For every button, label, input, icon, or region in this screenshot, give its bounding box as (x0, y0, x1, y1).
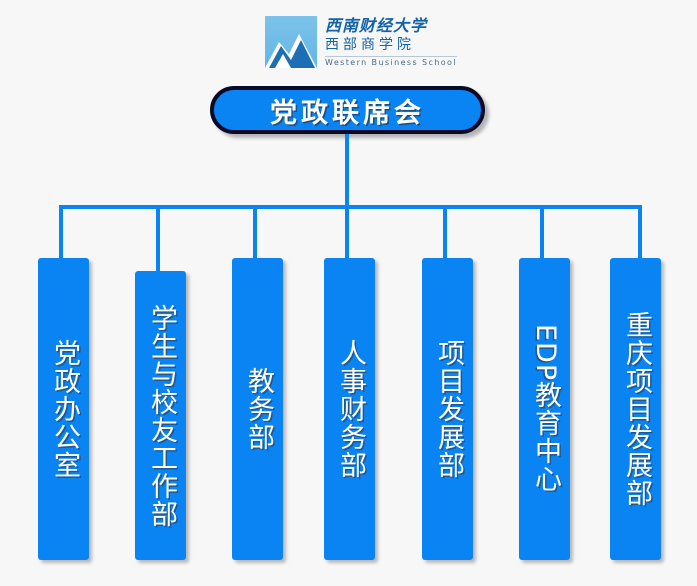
node-leaf-5[interactable]: 项目发展部 (422, 258, 473, 560)
connector-drop-3 (253, 205, 257, 260)
node-leaf-3[interactable]: 教务部 (232, 258, 283, 560)
node-leaf-4[interactable]: 人事财务部 (324, 258, 375, 560)
node-leaf-4-label: 人事财务部 (334, 339, 366, 479)
node-root-label: 党政联席会 (270, 97, 425, 129)
node-leaf-7-label: 重庆项目发展部 (620, 311, 652, 507)
mountain-logo-icon (265, 16, 317, 68)
connector-drop-1 (59, 205, 63, 260)
logo-line-3: Western Business School (325, 55, 457, 67)
node-leaf-6-label: EDP教育中心 (529, 324, 561, 494)
node-leaf-2[interactable]: 学生与校友工作部 (135, 271, 186, 560)
connector-drop-2 (156, 205, 160, 271)
node-leaf-7[interactable]: 重庆项目发展部 (610, 258, 661, 560)
connector-drop-6 (540, 205, 544, 260)
logo-line-1: 西南财经大学 (325, 15, 428, 35)
node-leaf-1[interactable]: 党政办公室 (38, 258, 89, 560)
connector-drop-4 (345, 205, 349, 260)
node-leaf-1-label: 党政办公室 (48, 339, 80, 479)
connector-drop-7 (638, 205, 642, 260)
school-logo: 西南财经大学 西部商学院 Western Business School (265, 14, 457, 70)
node-leaf-5-label: 项目发展部 (432, 339, 464, 479)
connector-drop-5 (443, 205, 447, 260)
node-leaf-2-label: 学生与校友工作部 (145, 303, 177, 528)
connector-bus (59, 205, 642, 209)
node-leaf-3-label: 教务部 (242, 367, 274, 451)
logo-line-2: 西部商学院 (325, 36, 415, 53)
node-root[interactable]: 党政联席会 (210, 86, 485, 134)
connector-root-stem (345, 134, 349, 209)
node-leaf-6[interactable]: EDP教育中心 (519, 258, 570, 560)
